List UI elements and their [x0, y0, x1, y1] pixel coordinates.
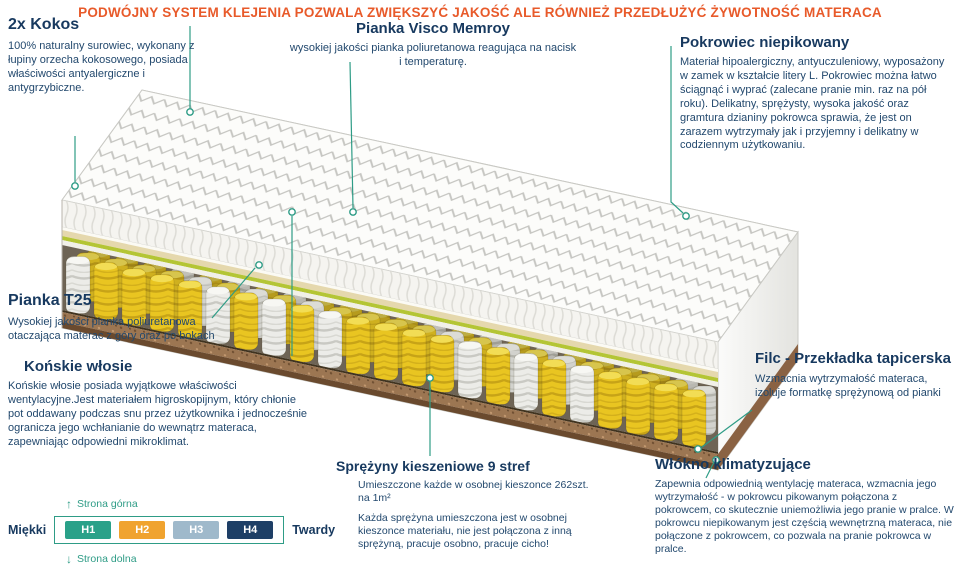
dot-filc: [694, 445, 702, 453]
wlokno-title: Włókno klimatyzujące: [655, 456, 811, 473]
annotation-t25: Pianka T25 Wysokiej jakości pianka poliu…: [8, 292, 220, 344]
sprezyny-body-1: Umieszczone każde w osobnej kieszonce 26…: [358, 479, 589, 505]
connector-dots: [71, 108, 720, 464]
arrow-up-icon: ↑: [66, 497, 72, 511]
annotation-wlosie: Końskie włosie Końskie włosie posiada wy…: [8, 358, 314, 450]
filc-body: Wzmacnia wytrzymałość materaca, izoluje …: [755, 373, 941, 400]
white-layer-1: [62, 227, 718, 372]
dot-visco: [349, 208, 357, 216]
dot-t25: [255, 261, 263, 269]
annotation-sprezyny: Sprężyny kieszeniowe 9 stref Umieszczone…: [336, 458, 616, 551]
filc-title: Filc - Przekładka tapicerska: [755, 350, 951, 367]
connector-filc: [701, 409, 753, 448]
kokos-title: 2x Kokos: [8, 16, 80, 33]
pokrowiec-body: Materiał hipoalergiczny, antyuczuleniowy…: [680, 56, 945, 152]
wlosie-body: Końskie włosie posiada wyjątkowe właściw…: [8, 380, 308, 448]
hardness-level-h4: H4: [227, 521, 274, 539]
annotation-filc: Filc - Przekładka tapicerska Wzmacnia wy…: [755, 350, 955, 401]
kokos-body: 100% naturalny surowiec, wykonany z łupi…: [8, 40, 195, 94]
dot-pokrowiec: [682, 212, 690, 220]
arrow-down-icon: ↓: [66, 552, 72, 566]
scale-hard-label: Twardy: [292, 523, 336, 537]
connector-t25: [211, 267, 256, 319]
sprezyny-title: Sprężyny kieszeniowe 9 stref: [336, 458, 530, 474]
base-dark-brown-layer: [62, 322, 718, 470]
t25-body: Wysokiej jakości pianka poliuretanowa ot…: [8, 316, 215, 343]
dot-sprezyny: [426, 374, 434, 382]
dot-wlokno: [712, 456, 720, 464]
coconut-layer: [62, 230, 718, 378]
base-dark-line: [62, 310, 718, 454]
base-speckled-layer: [62, 312, 718, 464]
connector-wlokno: [705, 461, 715, 479]
felt-layer: [62, 240, 718, 387]
annotation-pokrowiec: Pokrowiec niepikowany Materiał hipoalerg…: [680, 34, 954, 153]
connector-pokrowiec: [670, 46, 684, 214]
zigzag-foam-pattern: [62, 90, 798, 342]
side-bottom-text: Strona dolna: [77, 553, 137, 565]
side-label-bottom: ↓ Strona dolna: [66, 552, 137, 566]
right-end-base-wrap: [718, 344, 798, 470]
dot-banner: [186, 108, 194, 116]
mattress-body: [61, 89, 799, 472]
connector-lines: [74, 26, 753, 479]
hardness-level-h2: H2: [119, 521, 166, 539]
hardness-level-h3: H3: [173, 521, 220, 539]
pocket-springs-layer: [65, 249, 717, 448]
hardness-level-h1: H1: [65, 521, 112, 539]
annotation-kokos: 2x Kokos 100% naturalny surowiec, wykona…: [8, 16, 200, 96]
dot-wlosie: [288, 208, 296, 216]
sprezyny-body-2: Każda sprężyna umieszczona jest w osobne…: [358, 511, 572, 550]
side-label-top: ↑ Strona górna: [66, 497, 138, 511]
visco-body: wysokiej jakości pianka poliuretanowa re…: [289, 42, 577, 69]
annotation-wlokno: Włókno klimatyzujące Zapewnia odpowiedni…: [655, 456, 955, 556]
scale-soft-label: Miękki: [8, 523, 47, 537]
pokrowiec-title: Pokrowiec niepikowany: [680, 34, 850, 51]
connector-visco: [349, 61, 354, 209]
visco-title: Pianka Visco Memroy: [356, 20, 510, 37]
foam-front-wave-pattern: [62, 200, 718, 369]
wlosie-title: Końskie włosie: [24, 358, 133, 375]
side-top-text: Strona górna: [77, 498, 138, 510]
wlokno-body: Zapewnia odpowiednią wentylację materaca…: [655, 478, 954, 556]
t25-title: Pianka T25: [8, 292, 92, 309]
hardness-levels-box: H1 H2 H3 H4: [54, 516, 285, 544]
dot-kokos: [71, 182, 79, 190]
annotation-visco: Pianka Visco Memroy wysokiej jakości pia…: [288, 20, 578, 70]
hardness-scale: Miękki H1 H2 H3 H4 Twardy: [8, 516, 335, 544]
green-layer: [62, 236, 718, 382]
banner-title: PODWÓJNY SYSTEM KLEJENIA POZWALA ZWIĘKSZ…: [78, 5, 882, 20]
